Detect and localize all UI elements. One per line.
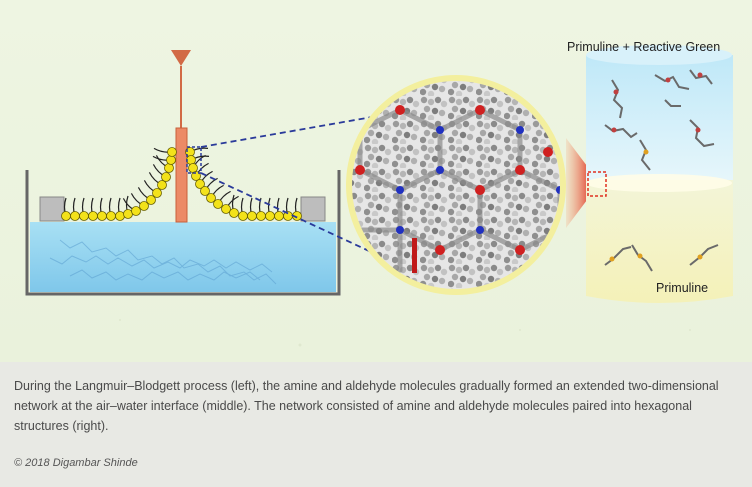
monolayer-bead	[274, 211, 284, 221]
monolayer-bead	[131, 206, 141, 216]
left-barrier	[39, 196, 65, 222]
right-barrier	[300, 196, 326, 222]
monolayer-bead	[97, 211, 107, 221]
film-cylinder	[586, 45, 733, 303]
monolayer-bead	[238, 211, 248, 221]
molecular-network-in-water	[49, 239, 277, 285]
dye-molecules-top	[604, 69, 715, 171]
label-primuline-reactive-green: Primuline + Reactive Green	[567, 40, 721, 54]
monolayer-bead	[265, 211, 275, 221]
monolayer-bead	[139, 201, 149, 211]
monolayer-bead	[256, 211, 266, 221]
monolayer-bead	[161, 172, 171, 182]
langmuir-trough	[25, 170, 341, 296]
dye-accents	[609, 72, 703, 262]
figure-illustration: Primuline + Reactive Green Primuline	[0, 0, 752, 362]
zoom-dashed-lines	[200, 112, 396, 264]
caption-area: During the Langmuir–Blodgett process (le…	[0, 362, 752, 487]
monolayer-bead	[221, 204, 231, 214]
image-credit: © 2018 Digambar Shinde	[14, 457, 138, 469]
monolayer-bead	[79, 211, 89, 221]
arrow-down-icon	[171, 50, 191, 66]
monolayer-bead	[61, 211, 71, 221]
heteroatom-markers	[355, 105, 560, 273]
background-dots	[119, 319, 691, 347]
monolayer-bead	[70, 211, 80, 221]
monolayer-bead	[157, 180, 167, 190]
diagram-svg	[25, 45, 733, 347]
dye-molecules-bottom	[604, 244, 719, 272]
monolayer-bead	[106, 211, 116, 221]
monolayer-bead	[164, 163, 174, 173]
monolayer	[61, 147, 302, 221]
label-primuline: Primuline	[656, 281, 709, 295]
monolayer-bead	[213, 199, 223, 209]
highlight-box	[587, 171, 607, 197]
monolayer-bead	[206, 193, 216, 203]
monolayer-bead	[247, 211, 257, 221]
monolayer-bead	[200, 186, 210, 196]
substrate	[171, 50, 191, 223]
monolayer-bead	[167, 147, 177, 157]
monolayer-bead	[166, 155, 176, 165]
magnified-network	[346, 75, 566, 295]
monolayer-bead	[152, 188, 162, 198]
monolayer-bead	[186, 155, 196, 165]
monolayer-bead	[115, 211, 125, 221]
zoom-box	[186, 146, 202, 174]
monolayer-bead	[229, 208, 239, 218]
highlight-connector	[566, 138, 590, 228]
figure-caption: During the Langmuir–Blodgett process (le…	[14, 379, 719, 433]
monolayer-bead	[146, 195, 156, 205]
monolayer-bead	[195, 179, 205, 189]
monolayer-bead	[88, 211, 98, 221]
